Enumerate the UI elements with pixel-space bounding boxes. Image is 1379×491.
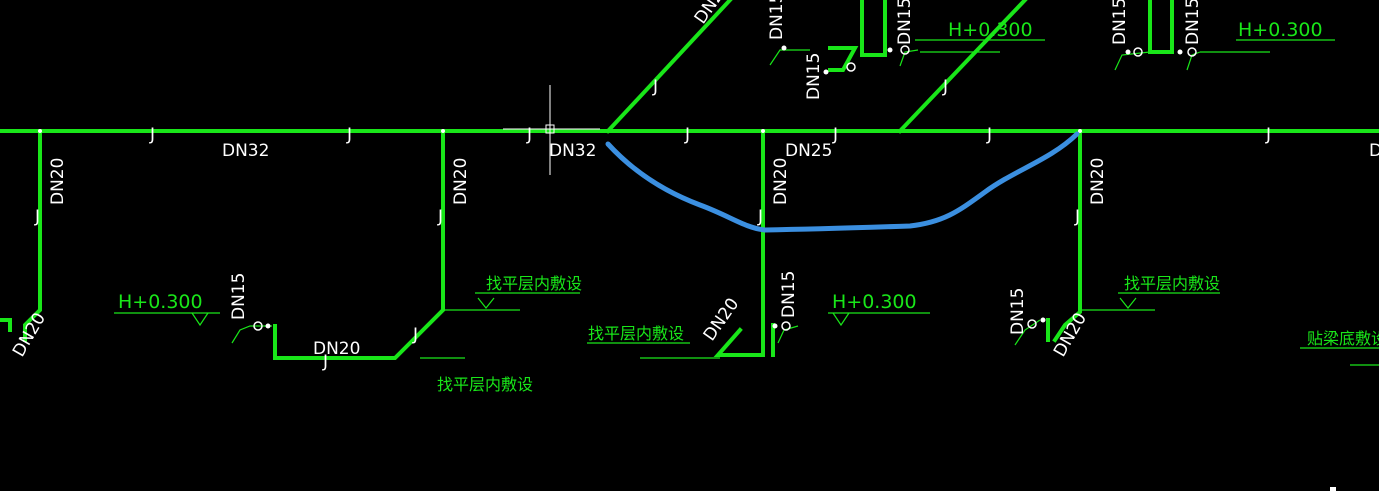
branch-size-label-4: DN20	[1088, 158, 1108, 205]
elevation-label-1: H+0.300	[118, 291, 203, 313]
branch-pipe-1	[23, 129, 42, 342]
fixture-size-label-1: DN15	[229, 273, 249, 320]
main-size-label-dn32-b: DN32	[549, 141, 596, 161]
branch-pipe-4	[1052, 129, 1082, 343]
main-size-label-dn25: DN25	[785, 141, 832, 161]
beam-note: 贴梁底敷设	[1307, 329, 1379, 348]
diagonal-pipe-left	[605, 0, 733, 134]
corner-mark	[1330, 487, 1336, 491]
branch-size-label-2: DN20	[451, 158, 471, 205]
branch-pipe-3	[713, 129, 765, 357]
diagonal-pipe-right	[897, 0, 1028, 134]
branch-size-label-dn20-h: DN20	[313, 339, 360, 359]
elevation-label-3: H+0.300	[948, 19, 1033, 41]
pipe-code-2: J	[346, 125, 352, 145]
fixture-size-label-8: DN15	[1183, 0, 1203, 45]
markup-stroke	[605, 131, 1080, 233]
branch-pipe-1-end	[0, 318, 12, 332]
junction-node-2	[441, 129, 445, 133]
pipe-code-7: J	[1265, 125, 1271, 145]
valve-icon-4	[769, 45, 810, 66]
screed-note-2: 找平层内敷设	[437, 375, 533, 394]
elev-triangle-2	[832, 312, 850, 327]
elevation-label-4: H+0.300	[1238, 19, 1323, 41]
pipe-code-10: J	[757, 207, 763, 227]
junction-node-1	[38, 129, 42, 133]
fixture-size-label-7: DN15	[1110, 0, 1130, 45]
fixture-size-label-6: DN15	[895, 0, 915, 45]
valve-icon-1	[231, 321, 272, 344]
top-fixture-pipe-2	[828, 46, 859, 72]
pipe-code-11: J	[1074, 207, 1080, 227]
fixture-size-label-2: DN15	[779, 271, 799, 318]
junction-node-3	[761, 129, 765, 133]
valve-icon-3	[1014, 317, 1046, 346]
pipe-code-4: J	[684, 125, 690, 145]
branch-size-label-3: DN20	[771, 158, 791, 205]
pipe-code-1: J	[149, 125, 155, 145]
main-size-label-edge: D	[1369, 141, 1379, 161]
top-fixture-pipe-3	[1148, 0, 1174, 54]
crosshair-cursor	[503, 85, 600, 175]
pipe-code-6: J	[986, 125, 992, 145]
screed-note-4: 找平层内敷设	[1124, 274, 1220, 293]
valve-icon-5	[823, 62, 856, 75]
pipe-code-15: J	[942, 77, 948, 97]
branch-size-label-6: DN20	[700, 295, 744, 345]
pipe-code-9: J	[437, 207, 443, 227]
fixture-size-label-5: DN15	[804, 53, 824, 100]
screed-note-1: 找平层内敷设	[486, 274, 582, 293]
note-triangle-4	[1119, 297, 1137, 309]
branch-size-label-5: DN20	[9, 309, 50, 360]
valve-icon-2	[772, 321, 799, 344]
elevation-label-2: H+0.300	[832, 291, 917, 313]
main-size-label-dn32-a: DN32	[222, 141, 269, 161]
pipe-code-12: J	[322, 352, 328, 372]
elev-triangle-1	[191, 312, 209, 327]
valve-icon-6	[887, 45, 919, 67]
fixture-size-label-3: DN15	[1008, 288, 1028, 335]
junction-node-4	[1078, 129, 1082, 133]
top-fixture-pipe-1	[860, 0, 887, 57]
pipe-code-8: J	[34, 207, 40, 227]
note-triangle-1	[477, 297, 495, 309]
branch-pipe-2	[273, 129, 445, 360]
valve-icon-8	[1177, 47, 1201, 71]
pipe-code-5: J	[832, 125, 838, 145]
screed-note-3: 找平层内敷设	[588, 324, 684, 343]
fixture-size-label-4: DN15	[767, 0, 787, 40]
pipe-code-3: J	[526, 125, 532, 145]
valve-icon-7	[1114, 47, 1151, 71]
branch-size-label-1: DN20	[48, 158, 68, 205]
pipe-code-14: J	[652, 77, 658, 97]
pipe-code-13: J	[412, 325, 418, 345]
